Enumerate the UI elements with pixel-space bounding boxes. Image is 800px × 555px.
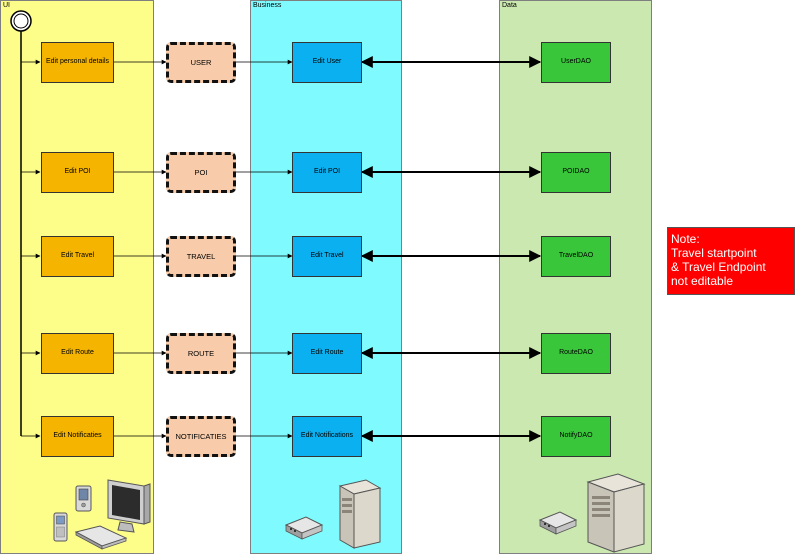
business-lane-title: Business — [253, 2, 282, 9]
network-switch-icon — [538, 511, 578, 535]
edit-route-service[interactable]: Edit Route — [292, 333, 362, 374]
edit-user-service[interactable]: Edit User — [292, 42, 362, 83]
travel-dao[interactable]: TravelDAO — [541, 236, 611, 277]
edit-poi-service[interactable]: Edit POI — [292, 152, 362, 193]
data-lane-title: Data — [502, 2, 517, 9]
entity-user[interactable]: USER — [166, 42, 236, 83]
entity-poi[interactable]: POI — [166, 152, 236, 193]
edit-notificaties-box[interactable]: Edit Notificaties — [41, 416, 114, 457]
edit-personal-details-box[interactable]: Edit personal details — [41, 42, 114, 83]
server-tower-icon — [586, 473, 646, 553]
entity-travel[interactable]: TRAVEL — [166, 236, 236, 277]
edit-travel-box[interactable]: Edit Travel — [41, 236, 114, 277]
keyboard-icon — [74, 525, 128, 550]
data-lane: Data — [499, 0, 652, 554]
note-line-3: & Travel Endpoint — [671, 260, 766, 274]
note-line-4: not editable — [671, 274, 734, 288]
note-box: Note: Travel startpoint & Travel Endpoin… — [667, 227, 795, 295]
poi-dao[interactable]: POIDAO — [541, 152, 611, 193]
edit-travel-service[interactable]: Edit Travel — [292, 236, 362, 277]
pda-icon — [75, 485, 92, 512]
server-tower-icon — [338, 479, 382, 549]
entity-notificaties[interactable]: NOTIFICATIES — [166, 416, 236, 457]
notify-dao[interactable]: NotifyDAO — [541, 416, 611, 457]
edit-route-box[interactable]: Edit Route — [41, 333, 114, 374]
entity-route[interactable]: ROUTE — [166, 333, 236, 374]
ui-lane-title: UI — [3, 2, 10, 9]
ui-lane: UI — [0, 0, 154, 554]
business-lane: Business — [250, 0, 402, 554]
network-switch-icon — [284, 516, 324, 540]
note-line-1: Note: — [671, 232, 700, 246]
note-line-2: Travel startpoint — [671, 246, 757, 260]
phone-icon — [53, 512, 68, 542]
user-dao[interactable]: UserDAO — [541, 42, 611, 83]
edit-notifications-service[interactable]: Edit Notifications — [292, 416, 362, 457]
edit-poi-box[interactable]: Edit POI — [41, 152, 114, 193]
desktop-computer-icon — [107, 479, 151, 533]
start-node-inner — [13, 13, 29, 29]
route-dao[interactable]: RouteDAO — [541, 333, 611, 374]
